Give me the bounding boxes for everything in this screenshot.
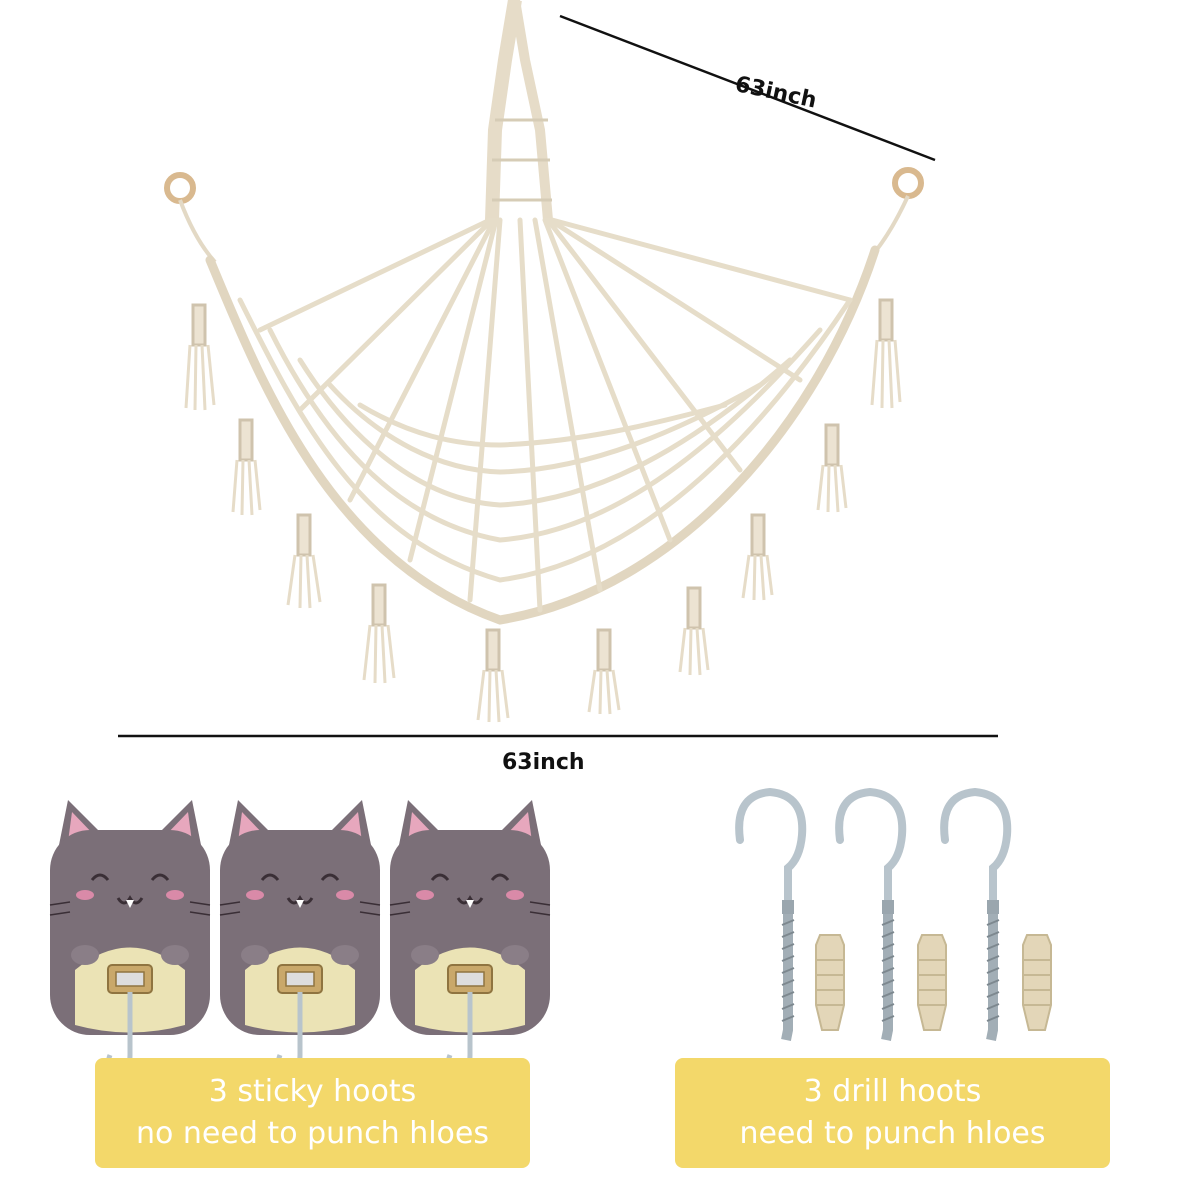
caption-line: no need to punch hloes (136, 1116, 489, 1151)
caption-line: 3 drill hoots (803, 1074, 982, 1109)
wall-anchor-icon (815, 934, 845, 1031)
dimension-label-bottom: 63inch (502, 750, 585, 775)
drill-hooks-caption: 3 drill hoots need to punch hloes (675, 1058, 1110, 1168)
tassel (816, 423, 848, 513)
screw-hook-icon (944, 792, 1007, 1040)
dimension-line-top (559, 14, 936, 162)
tassel (678, 586, 710, 676)
sticky-hooks-caption: 3 sticky hoots no need to punch hloes (95, 1058, 530, 1168)
tassel (286, 513, 322, 609)
caption-line: need to punch hloes (739, 1116, 1046, 1151)
tassel (362, 583, 396, 684)
tassel (870, 298, 902, 409)
hanging-cord (485, 0, 553, 221)
tassel (741, 513, 774, 601)
tassel (231, 418, 262, 516)
caption-line: 3 sticky hoots (208, 1074, 417, 1109)
screw-hook-icon (739, 792, 802, 1040)
tassels (184, 298, 902, 723)
wall-anchor-icon (917, 934, 947, 1031)
screw-hook-icon (839, 792, 902, 1040)
tassel (476, 628, 510, 723)
net-mesh (205, 217, 880, 625)
wall-anchor-icon (1022, 934, 1052, 1031)
tassel (184, 303, 216, 411)
tassel (587, 628, 621, 715)
